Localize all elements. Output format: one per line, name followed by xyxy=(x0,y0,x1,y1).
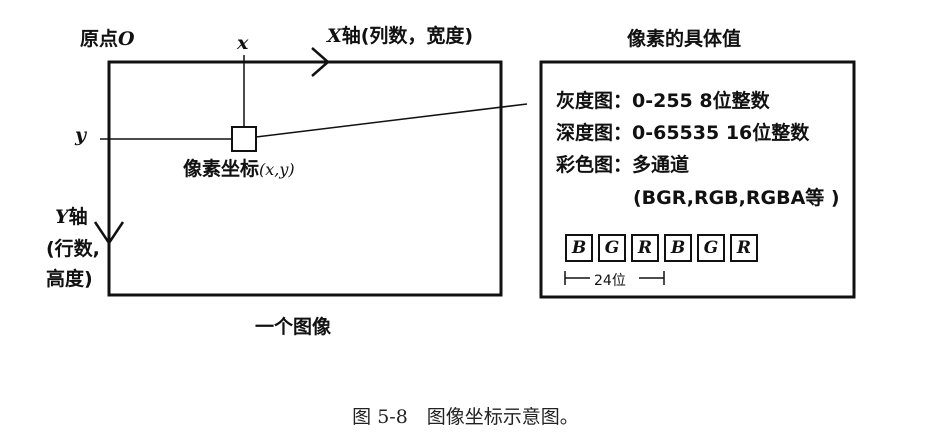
origin-text: 原点 xyxy=(80,28,119,50)
channel-cell: B xyxy=(565,234,593,262)
channel-cell: R xyxy=(631,234,659,262)
bit-width-label: 24位 xyxy=(594,273,626,289)
channel-cell: B xyxy=(664,234,692,262)
x-axis-label: X轴(列数，宽度) xyxy=(327,27,473,46)
color-formats-line: (BGR,RGB,RGBA等 ) xyxy=(633,187,840,209)
origin-symbol: O xyxy=(118,28,135,50)
image-frame xyxy=(107,60,503,297)
y-axis-text-1: 轴 xyxy=(68,206,88,228)
pixel-marker xyxy=(231,126,257,152)
x-axis-arrowhead xyxy=(311,47,330,77)
x-axis-text: 轴(列数，宽度) xyxy=(341,25,474,47)
pixel-value-frame xyxy=(539,60,856,299)
grayscale-line: 灰度图：0-255 8位整数 xyxy=(556,90,770,112)
y-axis-arrowhead xyxy=(93,221,125,246)
channel-cell: R xyxy=(730,234,758,262)
depth-line: 深度图：0-65535 16位整数 xyxy=(556,122,810,144)
y-axis-text-2: (行数, xyxy=(46,238,100,260)
connector-line xyxy=(255,103,528,138)
color-line: 彩色图：多通道 xyxy=(556,154,690,176)
y-axis-label: Y轴 xyxy=(55,208,88,227)
pixel-coordinate-math: (x,y) xyxy=(259,160,295,179)
channel-cell: G xyxy=(697,234,725,262)
pixel-coordinate-text: 像素坐标 xyxy=(183,158,260,180)
figure-caption: 图 5-8 图像坐标示意图。 xyxy=(352,406,579,428)
pixel-coordinate-label: 像素坐标(x,y) xyxy=(183,160,295,179)
y-symbol: y xyxy=(75,124,87,146)
image-panel-label: 一个图像 xyxy=(255,316,332,338)
x-symbol: x xyxy=(237,32,249,54)
origin-label: 原点O xyxy=(80,30,135,49)
channel-cell: G xyxy=(598,234,626,262)
y-axis-text-3: 高度) xyxy=(46,268,93,290)
pixel-value-title: 像素的具体值 xyxy=(627,28,742,50)
x-axis-symbol: X xyxy=(327,25,342,47)
y-axis-symbol: Y xyxy=(55,206,69,228)
